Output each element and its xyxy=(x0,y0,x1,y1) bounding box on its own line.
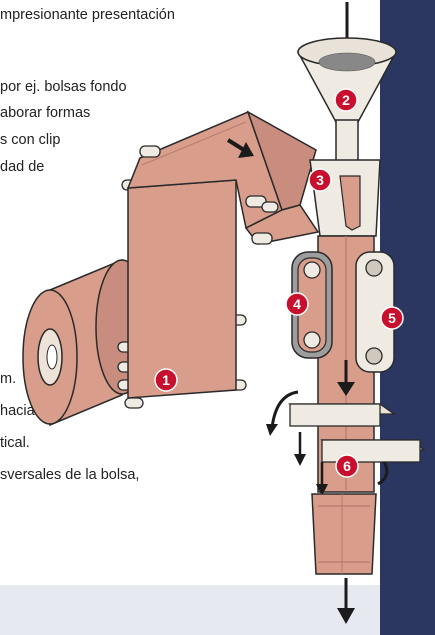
jaw-down-arrows xyxy=(294,432,328,496)
callout-5: 5 xyxy=(380,306,404,330)
film-direction-arrow xyxy=(226,138,254,158)
callout-1: 1 xyxy=(154,368,178,392)
svg-text:3: 3 xyxy=(316,172,324,188)
text-line-3: aborar formas xyxy=(0,105,91,121)
top-rollers xyxy=(139,145,279,245)
svg-text:4: 4 xyxy=(293,296,301,312)
svg-text:2: 2 xyxy=(342,92,350,108)
bottom-strip xyxy=(0,585,380,635)
horizontal-jaws xyxy=(287,403,426,463)
callout-6: 6 xyxy=(335,454,359,478)
callout-4: 4 xyxy=(285,292,309,316)
callout-3: 3 xyxy=(308,168,332,192)
finished-bag xyxy=(311,493,377,575)
pull-belt xyxy=(355,251,395,373)
vertical-sealer xyxy=(291,251,333,359)
tube-down-arrow xyxy=(337,360,355,396)
svg-text:6: 6 xyxy=(343,458,351,474)
svg-text:5: 5 xyxy=(388,310,396,326)
svg-text:1: 1 xyxy=(162,372,170,388)
text-line-8: tical. xyxy=(0,435,30,451)
output-arrow xyxy=(337,578,355,624)
text-line-5: dad de xyxy=(0,159,45,175)
film-web xyxy=(126,110,320,399)
text-line-6: m. xyxy=(0,371,17,387)
text-line-2: por ej. bolsas fondo xyxy=(0,79,127,95)
callout-2: 2 xyxy=(334,88,358,112)
text-line-1: mpresionante presentación xyxy=(0,7,175,23)
text-line-9: sversales de la bolsa, xyxy=(0,467,140,483)
text-line-4: s con clip xyxy=(0,132,61,148)
jaw-rotation-arrows xyxy=(266,390,389,486)
